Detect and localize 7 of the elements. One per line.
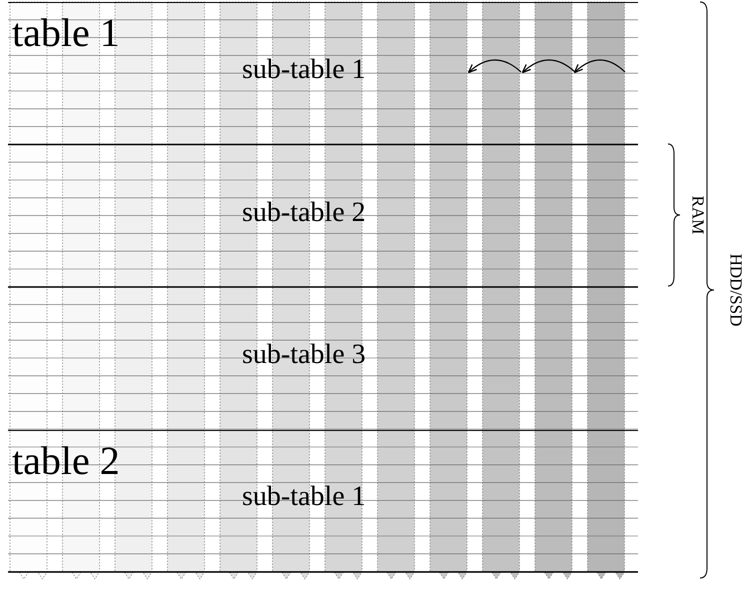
sub-table-title: sub-table 1 [242, 481, 366, 513]
sub-table-title: sub-table 2 [242, 196, 366, 229]
table-title: table 1 [12, 11, 120, 55]
sub-table-title: sub-table 3 [242, 339, 366, 372]
sub-table-title: sub-table 1 [242, 54, 366, 86]
memory-label: HDD/SSD [724, 254, 744, 326]
memory-label: RAM [686, 196, 707, 234]
